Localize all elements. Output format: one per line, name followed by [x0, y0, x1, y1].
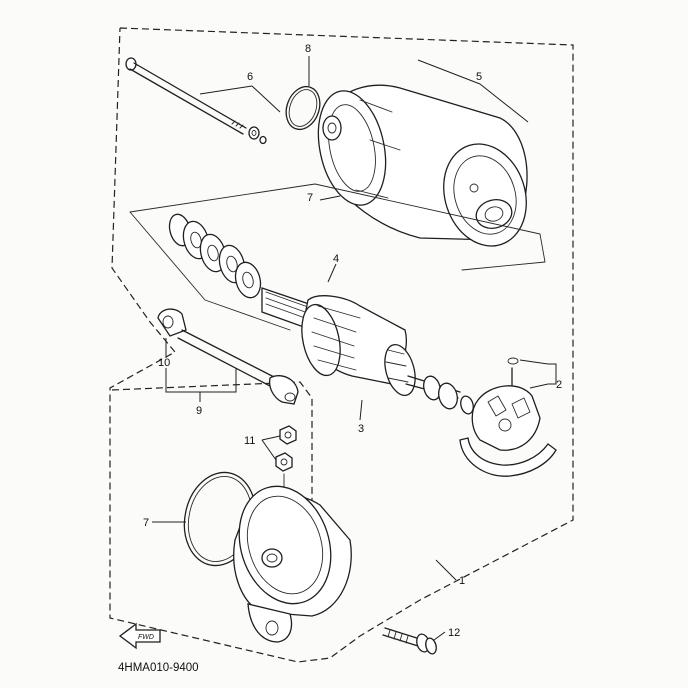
callout-12: 12 [448, 627, 460, 639]
cover-assembly-boundary [111, 381, 313, 536]
brush-holder-part-2 [459, 357, 557, 477]
callout-9: 9 [196, 405, 202, 417]
bolt-part-12 [382, 627, 437, 655]
shim-stack [168, 213, 262, 299]
callout-1: 1 [459, 575, 465, 587]
armature-part-3 [261, 287, 474, 415]
lead-wire-part-10 [157, 308, 299, 405]
callout-5: 5 [476, 71, 482, 83]
callout-2: 2 [556, 379, 562, 391]
callout-6: 6 [247, 71, 253, 83]
nuts-part-11 [275, 425, 297, 501]
callout-8: 8 [305, 43, 311, 55]
callout-3: 3 [358, 423, 364, 435]
through-bolt-part-6 [125, 57, 267, 145]
callout-7-lower: 7 [143, 517, 149, 529]
callout-10: 10 [158, 357, 170, 369]
fwd-arrow-icon: FWD [118, 622, 161, 650]
shim-set-part-4 [129, 183, 546, 331]
callout-11: 11 [244, 435, 255, 447]
callout-labels: 6 8 5 7 4 2 10 9 3 11 7 1 12 [143, 43, 562, 639]
callout-4: 4 [333, 253, 339, 265]
leader-lines [152, 56, 557, 641]
rear-cover [233, 485, 352, 643]
callout-7-upper: 7 [307, 192, 313, 204]
assembly-1-boundary [109, 27, 574, 663]
o-ring-part-8 [285, 85, 321, 131]
drawing-code: 4HMA010-9400 [118, 662, 199, 674]
front-housing-part-5 [317, 84, 528, 247]
fwd-label: FWD [138, 634, 154, 641]
